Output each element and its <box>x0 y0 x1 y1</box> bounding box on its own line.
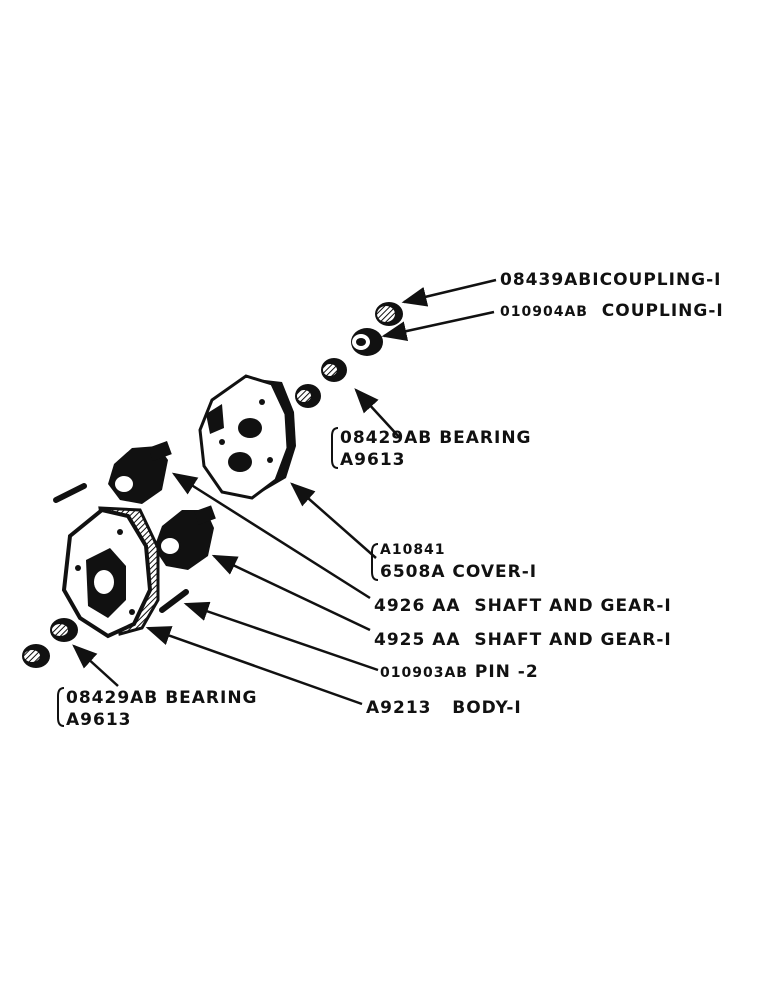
label-bearing-top: 08429AB BEARING <box>340 428 532 448</box>
part-number: A9213 <box>366 698 432 718</box>
label-body: A9213 BODY-I <box>366 698 522 718</box>
part-description: SHAFT AND GEAR-I <box>474 596 672 616</box>
bearing-bottom-icon <box>22 618 78 668</box>
part-number: 08439ABI <box>500 270 600 290</box>
part-number: 6508A <box>380 562 446 582</box>
label-shaft-gear-a: 4926 AA SHAFT AND GEAR-I <box>374 596 672 616</box>
label-brackets <box>57 427 379 727</box>
label-bearing-bottom-alt: A9613 <box>66 710 132 730</box>
part-description: BEARING <box>165 688 258 708</box>
label-cover: 6508A COVER-I <box>380 562 537 582</box>
label-coupling-a: 08439ABICOUPLING-I <box>500 270 722 290</box>
part-number: 08429AB <box>340 428 433 448</box>
leader-lines <box>72 278 497 706</box>
part-description: BODY-I <box>452 698 522 718</box>
part-number: 08429AB <box>66 688 159 708</box>
label-pin: 010903AB PIN -2 <box>380 662 539 682</box>
part-number: 4925 AA <box>374 630 461 650</box>
pin-icon <box>53 483 189 613</box>
cover-plate-icon <box>198 374 296 500</box>
part-description: COUPLING-I <box>601 301 724 321</box>
label-cover-alt: A10841 <box>380 542 446 558</box>
shaft-gear-lower-icon <box>154 505 216 570</box>
shaft-gear-upper-icon <box>108 441 172 504</box>
coupling-plain-icon <box>351 328 383 356</box>
part-description: PIN -2 <box>474 662 539 682</box>
label-bearing-top-alt: A9613 <box>340 450 406 470</box>
part-description: COUPLING-I <box>599 270 722 290</box>
part-description: SHAFT AND GEAR-I <box>474 630 672 650</box>
label-bearing-bottom: 08429AB BEARING <box>66 688 258 708</box>
label-coupling-b: 010904AB COUPLING-I <box>500 301 724 321</box>
coupling-knurled-icon <box>375 302 403 326</box>
part-number: 010904AB <box>500 304 588 320</box>
bearing-top-icon <box>295 358 347 408</box>
pump-body-icon <box>61 506 160 639</box>
part-description: COVER-I <box>452 562 538 582</box>
part-number: 010903AB <box>380 665 468 681</box>
part-number: 4926 AA <box>374 596 461 616</box>
part-description: BEARING <box>439 428 532 448</box>
label-shaft-gear-b: 4925 AA SHAFT AND GEAR-I <box>374 630 672 650</box>
